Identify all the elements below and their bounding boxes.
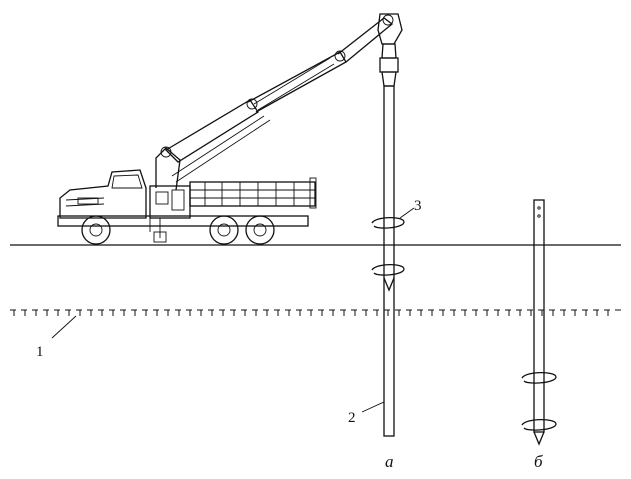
leader-line-3 <box>399 207 415 219</box>
pile-a-helix-lower <box>371 263 405 276</box>
frozen-soil-boundary <box>10 309 621 316</box>
label-3: 3 <box>414 198 422 214</box>
pile-b-helix-upper <box>521 371 557 384</box>
label-2: 2 <box>348 410 356 426</box>
pile-b-shaft <box>533 199 545 433</box>
truck-wheels <box>81 215 275 245</box>
label-1: 1 <box>36 344 44 360</box>
pile-a-helix-upper <box>371 216 405 229</box>
label-variant-b: б <box>534 452 543 471</box>
pile-b-helix-lower <box>521 418 557 431</box>
leader-line-2 <box>361 401 385 413</box>
pile-b <box>521 199 557 446</box>
leader-line-1 <box>51 315 77 339</box>
crane-truck-icon <box>57 13 403 245</box>
label-variant-a: а <box>385 452 394 471</box>
pile-a <box>371 43 405 437</box>
pile-a-shaft <box>383 85 395 437</box>
